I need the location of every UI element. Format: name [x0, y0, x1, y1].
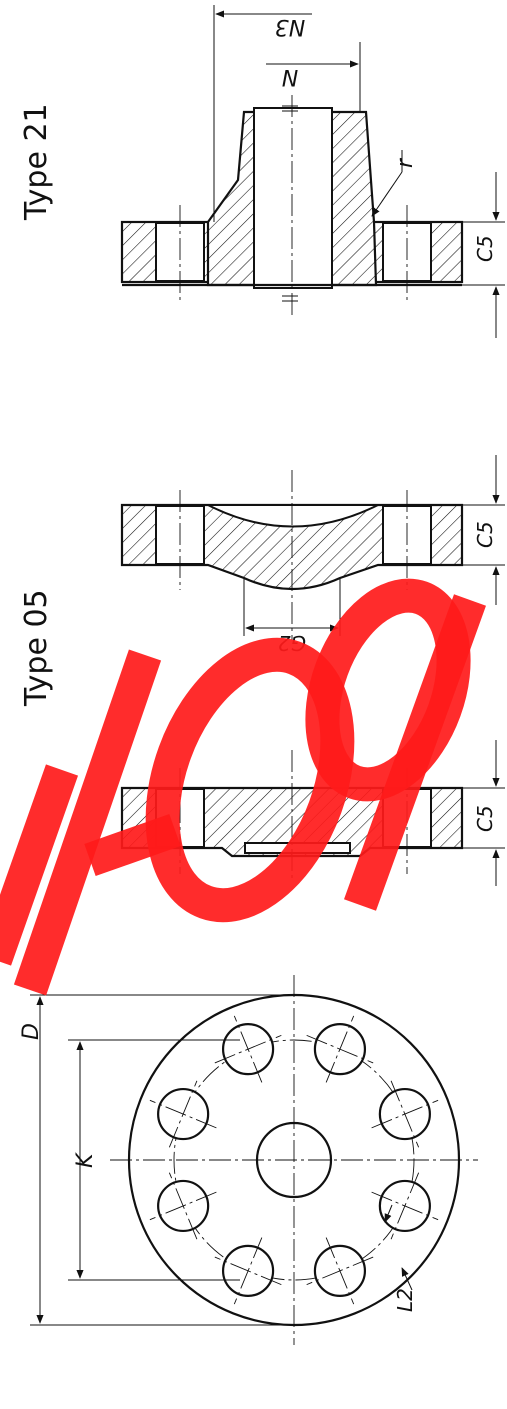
bolt-holes — [149, 1015, 439, 1305]
bolt-hole-tangent-line — [214, 1034, 282, 1064]
bolt-hole-tangent-line — [306, 1034, 374, 1064]
bolt-pattern-view: D K L2 — [19, 975, 478, 1345]
type05-label-c5-a: C5 — [473, 521, 497, 548]
type05-title: Type 05 — [19, 589, 54, 707]
label-d: D — [19, 1023, 44, 1040]
type05-section-dished: G2 C5 — [120, 455, 505, 655]
label-k: K — [73, 1152, 98, 1168]
type21-break-marks — [282, 105, 298, 302]
bolt-hole-tangent-line — [306, 1256, 374, 1286]
type21-bore — [253, 107, 333, 289]
watermark-stroke-p2 — [305, 578, 471, 802]
bolt-hole-tangent-line — [390, 1080, 420, 1148]
bolt-hole-tangent-line — [214, 1256, 282, 1286]
type05-label-c5-b: C5 — [473, 805, 497, 832]
type21-label-n: N — [282, 64, 298, 89]
watermark-stroke-t1 — [13, 649, 162, 996]
type21-title: Type 21 — [19, 103, 54, 221]
dim-l2-b — [401, 1267, 413, 1291]
bolt-hole-tangent-line — [168, 1080, 198, 1148]
bolt-hole-tangent-line — [390, 1172, 420, 1240]
type21-leader-r — [371, 171, 403, 217]
type21-view: N3 N r C5 Type 21 — [19, 5, 505, 338]
type21-label-n3: N3 — [275, 14, 305, 39]
watermark — [0, 578, 486, 996]
type21-label-r: r — [393, 157, 418, 168]
type21-label-c5: C5 — [473, 235, 497, 262]
watermark-stroke-o2 — [145, 637, 355, 923]
dim-l2-a — [384, 1204, 393, 1223]
label-l2: L2 — [393, 1288, 417, 1312]
type05-dish-recess — [207, 504, 379, 528]
bolt-hole-tangent-line — [168, 1172, 198, 1240]
watermark-stroke-o — [0, 764, 79, 966]
